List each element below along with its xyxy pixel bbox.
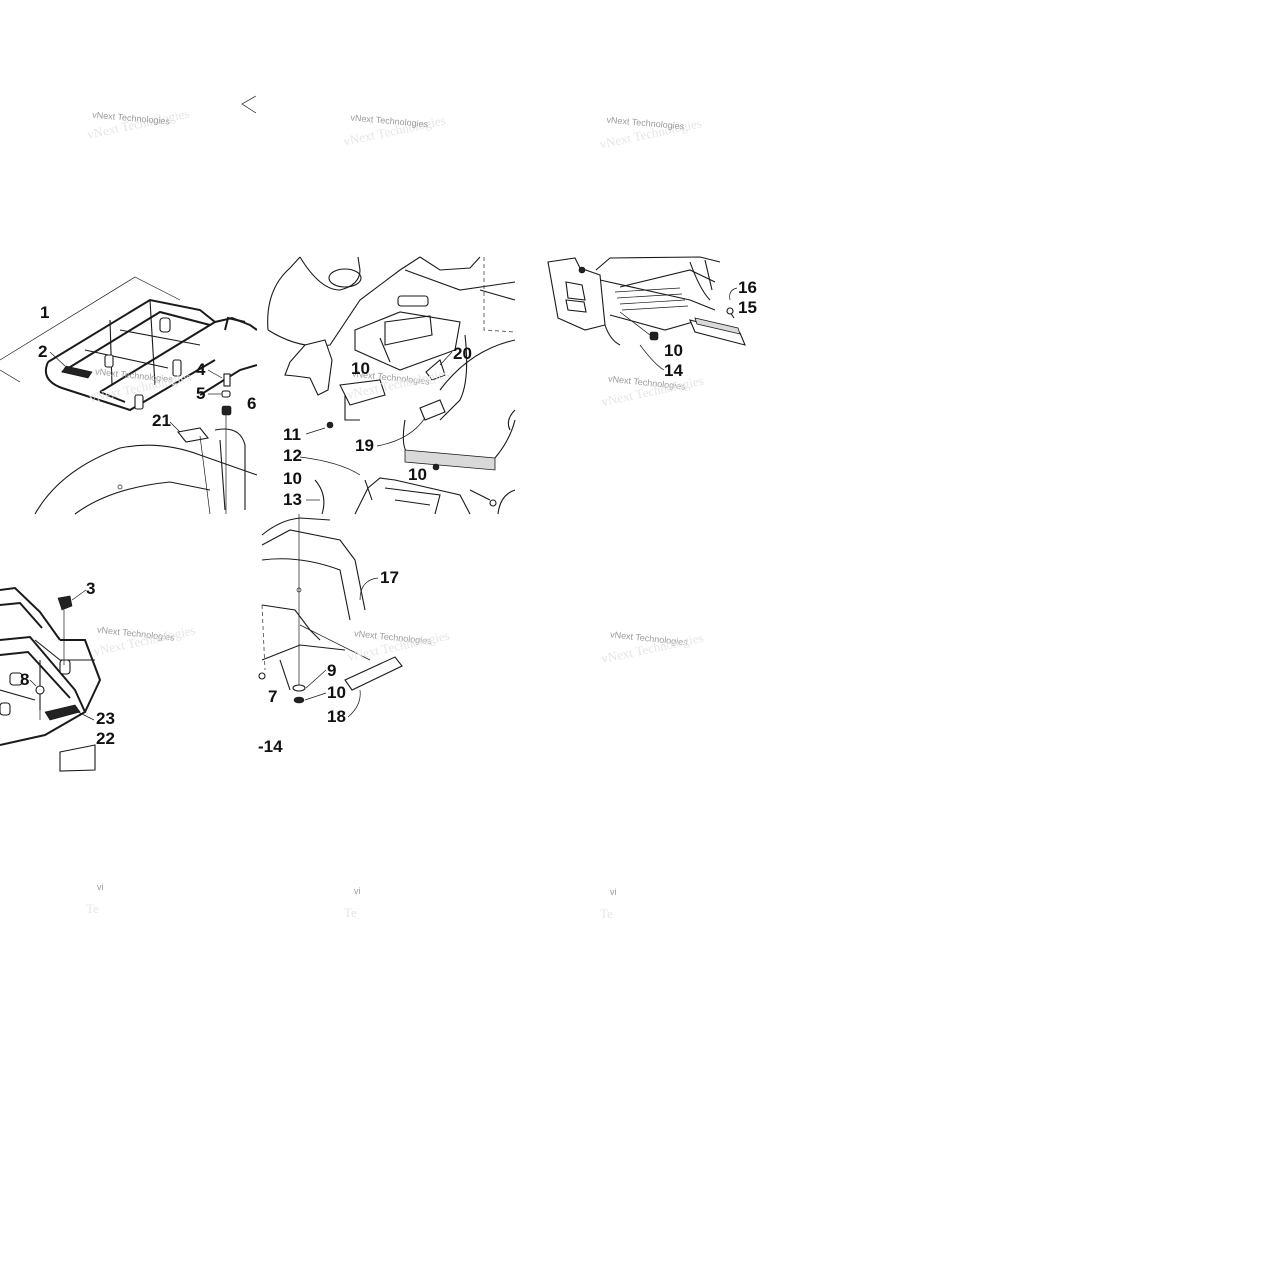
watermark-top-right: vNext Technologies vNext Technologies <box>598 115 703 152</box>
callout-13: 13 <box>283 490 302 509</box>
svg-text:Te: Te <box>86 901 99 916</box>
watermark-bottom-fragments: vi Te vi Te vi Te <box>86 882 617 921</box>
callout-9: 9 <box>327 661 336 680</box>
panel-rear-body-lower: vNext Technologies vNext Technologies 17… <box>258 514 451 756</box>
callout-21: 21 <box>152 411 171 430</box>
callout-22: 22 <box>96 729 115 748</box>
svg-text:vi: vi <box>97 882 104 892</box>
callout-2: 2 <box>38 342 47 361</box>
chevron-left-icon <box>241 95 257 114</box>
callout-15: 15 <box>738 298 757 317</box>
callout-11: 11 <box>283 425 301 444</box>
panel-footrest: vNext Technologies vNext Technologies 16… <box>547 256 757 409</box>
callout-10d: 10 <box>664 341 683 360</box>
callout-7: 7 <box>268 687 277 706</box>
callout-10b: 10 <box>408 465 427 484</box>
callout-6: 6 <box>247 394 256 413</box>
callout-20: 20 <box>453 344 472 363</box>
callout-10e: 10 <box>327 683 346 702</box>
callout-19: 19 <box>355 436 374 455</box>
svg-text:Te: Te <box>600 906 613 921</box>
svg-text:vi: vi <box>610 887 617 897</box>
callout-12: 12 <box>283 446 302 465</box>
panel-rear-body-upper: vNext Technologies vNext Technologies 10… <box>267 256 516 515</box>
panel-rear-rack-lower: vNext Technologies vNext Technologies 3 … <box>0 579 197 772</box>
callout-10c: 10 <box>283 469 302 488</box>
watermark-middle-right: vNext Technologies vNext Technologies <box>600 629 705 666</box>
callout-14a: 14 <box>664 361 683 380</box>
callout-17: 17 <box>380 568 399 587</box>
callout-23: 23 <box>96 709 115 728</box>
callout-4: 4 <box>196 360 206 379</box>
watermark-top-left: vNext Technologies vNext Technologies <box>86 106 191 142</box>
callout-3: 3 <box>86 579 95 598</box>
panel-rear-rack-upper: vNext Technologies vNext Technologies 1 … <box>0 276 258 515</box>
callout-14b: -14 <box>258 737 283 756</box>
callout-8: 8 <box>20 670 29 689</box>
watermark-top-middle: vNext Technologies vNext Technologies <box>342 112 447 148</box>
svg-text:Te: Te <box>344 905 357 920</box>
tile-gap-a <box>257 257 259 514</box>
svg-text:vi: vi <box>354 886 361 896</box>
callout-1: 1 <box>40 303 49 322</box>
callout-5: 5 <box>196 384 205 403</box>
callout-10a: 10 <box>351 359 370 378</box>
callout-16: 16 <box>738 278 757 297</box>
callout-18: 18 <box>327 707 346 726</box>
